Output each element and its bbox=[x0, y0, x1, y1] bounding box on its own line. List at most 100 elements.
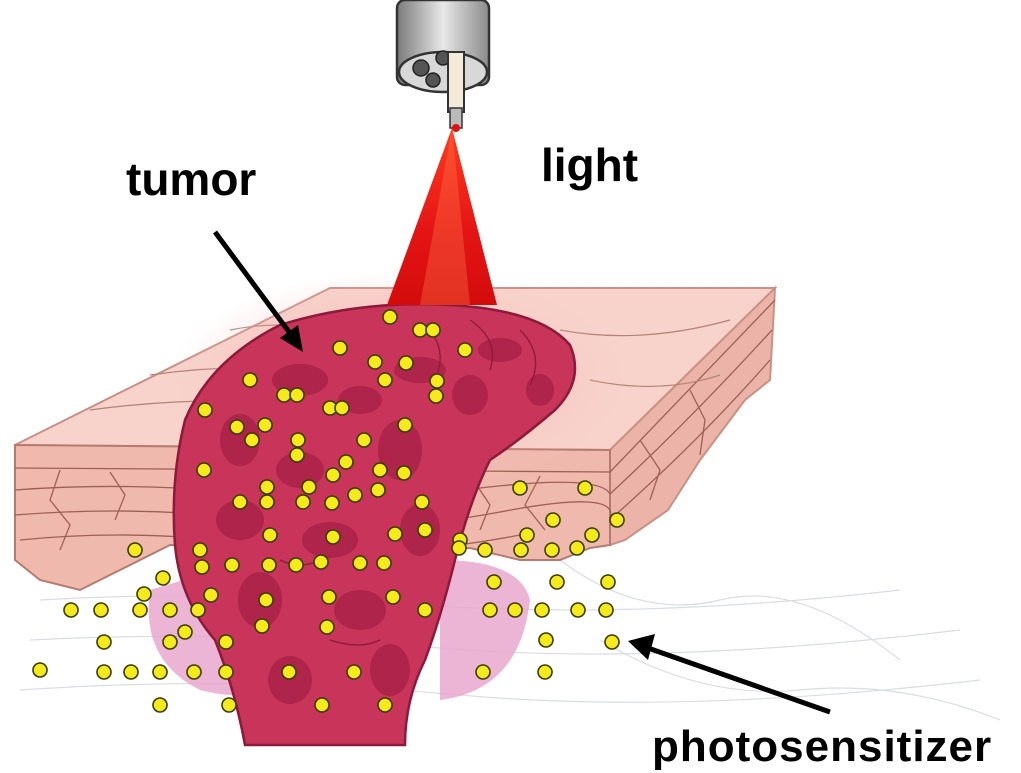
photosensitizer-dot bbox=[426, 323, 440, 337]
photosensitizer-dot bbox=[430, 374, 444, 388]
photosensitizer-dot bbox=[418, 603, 432, 617]
photosensitizer-dot bbox=[326, 530, 340, 544]
photosensitizer-dot bbox=[153, 698, 167, 712]
photosensitizer-dot bbox=[585, 528, 599, 542]
photosensitizer-dot bbox=[601, 575, 615, 589]
photosensitizer-dot bbox=[373, 463, 387, 477]
photosensitizer-dot bbox=[571, 603, 585, 617]
photosensitizer-dot bbox=[289, 558, 303, 572]
photosensitizer-dot bbox=[371, 483, 385, 497]
photosensitizer-dot bbox=[259, 593, 273, 607]
photosensitizer-dot bbox=[599, 603, 613, 617]
photosensitizer-dot bbox=[333, 341, 347, 355]
photosensitizer-dot bbox=[222, 698, 236, 712]
photosensitizer-dot bbox=[94, 603, 108, 617]
photosensitizer-dot bbox=[198, 403, 212, 417]
photosensitizer-dot bbox=[413, 323, 427, 337]
photosensitizer-dot bbox=[514, 543, 528, 557]
photosensitizer-dot bbox=[353, 556, 367, 570]
photosensitizer-dot bbox=[191, 603, 205, 617]
photosensitizer-dot bbox=[290, 388, 304, 402]
photosensitizer-dot bbox=[398, 418, 412, 432]
photosensitizer-dot bbox=[368, 355, 382, 369]
photosensitizer-dot bbox=[290, 448, 304, 462]
photosensitizer-dot bbox=[570, 541, 584, 555]
photosensitizer-dot bbox=[219, 635, 233, 649]
photosensitizer-dot bbox=[291, 433, 305, 447]
photosensitizer-dot bbox=[314, 555, 328, 569]
photosensitizer-dot bbox=[377, 556, 391, 570]
photosensitizer-dot bbox=[578, 481, 592, 495]
photosensitizer-dot bbox=[255, 619, 269, 633]
photosensitizer-dot bbox=[219, 665, 233, 679]
photosensitizer-dot bbox=[478, 543, 492, 557]
photosensitizer-dot bbox=[163, 635, 177, 649]
photosensitizer-dot bbox=[322, 590, 336, 604]
photosensitizer-dot bbox=[187, 665, 201, 679]
photosensitizer-dot bbox=[315, 698, 329, 712]
photosensitizer-dot bbox=[483, 603, 497, 617]
photosensitizer-dot bbox=[258, 418, 272, 432]
photosensitizer-dot bbox=[133, 603, 147, 617]
tumor-label: tumor bbox=[126, 152, 256, 206]
photosensitizer-dot bbox=[260, 480, 274, 494]
photosensitizer-dot bbox=[388, 527, 402, 541]
photosensitizer-dot bbox=[64, 603, 78, 617]
photosensitizer-dot bbox=[487, 575, 501, 589]
photosensitizer-dot bbox=[156, 571, 170, 585]
photosensitizer-dot bbox=[550, 575, 564, 589]
photosensitizer-dot bbox=[178, 625, 192, 639]
photosensitizer-dot bbox=[383, 310, 397, 324]
photosensitizer-dot bbox=[225, 558, 239, 572]
photosensitizer-dot bbox=[243, 373, 257, 387]
photosensitizer-dot bbox=[277, 388, 291, 402]
photosensitizer-dot bbox=[546, 513, 560, 527]
photosensitizer-dot bbox=[97, 665, 111, 679]
photosensitizer-dot bbox=[545, 543, 559, 557]
photosensitizer-dot bbox=[230, 420, 244, 434]
photosensitizer-dot bbox=[378, 698, 392, 712]
photosensitizer-dot bbox=[610, 513, 624, 527]
photosensitizer-dot bbox=[458, 343, 472, 357]
photosensitizer-dot bbox=[326, 468, 340, 482]
photosensitizer-dot bbox=[535, 603, 549, 617]
photosensitizer-dot bbox=[399, 356, 413, 370]
photosensitizer-dot bbox=[476, 665, 490, 679]
photosensitizer-dot bbox=[605, 635, 619, 649]
photosensitizer-dot bbox=[539, 633, 553, 647]
photosensitizer-dot bbox=[296, 495, 310, 509]
photosensitizer-dot bbox=[538, 665, 552, 679]
photosensitizer-dot bbox=[520, 528, 534, 542]
photosensitizer-dot bbox=[282, 665, 296, 679]
photosensitizer-dot bbox=[260, 495, 274, 509]
photosensitizer-dot bbox=[137, 587, 151, 601]
photosensitizer-dot bbox=[339, 455, 353, 469]
photosensitizer-dot bbox=[347, 665, 361, 679]
photosensitizer-dot bbox=[325, 496, 339, 510]
photosensitizer-dot bbox=[195, 560, 209, 574]
photosensitizer-dot bbox=[262, 558, 276, 572]
photosensitizer-dot bbox=[508, 603, 522, 617]
photosensitizer-dot bbox=[397, 466, 411, 480]
photosensitizer-dot bbox=[386, 590, 400, 604]
photosensitizer-dot bbox=[124, 665, 138, 679]
photosensitizer-dot bbox=[429, 389, 443, 403]
photosensitizer-dot bbox=[153, 665, 167, 679]
photosensitizer-dot bbox=[357, 433, 371, 447]
photosensitizer-dot bbox=[263, 528, 277, 542]
photosensitizer-dot bbox=[335, 401, 349, 415]
photosensitizer-dot bbox=[33, 663, 47, 677]
photosensitizer-dot bbox=[233, 495, 247, 509]
photosensitizer-dot bbox=[197, 463, 211, 477]
photosensitizer-dot bbox=[193, 543, 207, 557]
photosensitizer-label: photosensitizer bbox=[652, 722, 992, 772]
light-probe-icon bbox=[397, 0, 489, 132]
photosensitizer-dot bbox=[418, 523, 432, 537]
photosensitizer-dot bbox=[378, 373, 392, 387]
photosensitizer-dot bbox=[415, 495, 429, 509]
photosensitizer-dot bbox=[302, 480, 316, 494]
photosensitizer-dot bbox=[97, 635, 111, 649]
photosensitizer-dot bbox=[163, 603, 177, 617]
photosensitizer-dot bbox=[452, 541, 466, 555]
